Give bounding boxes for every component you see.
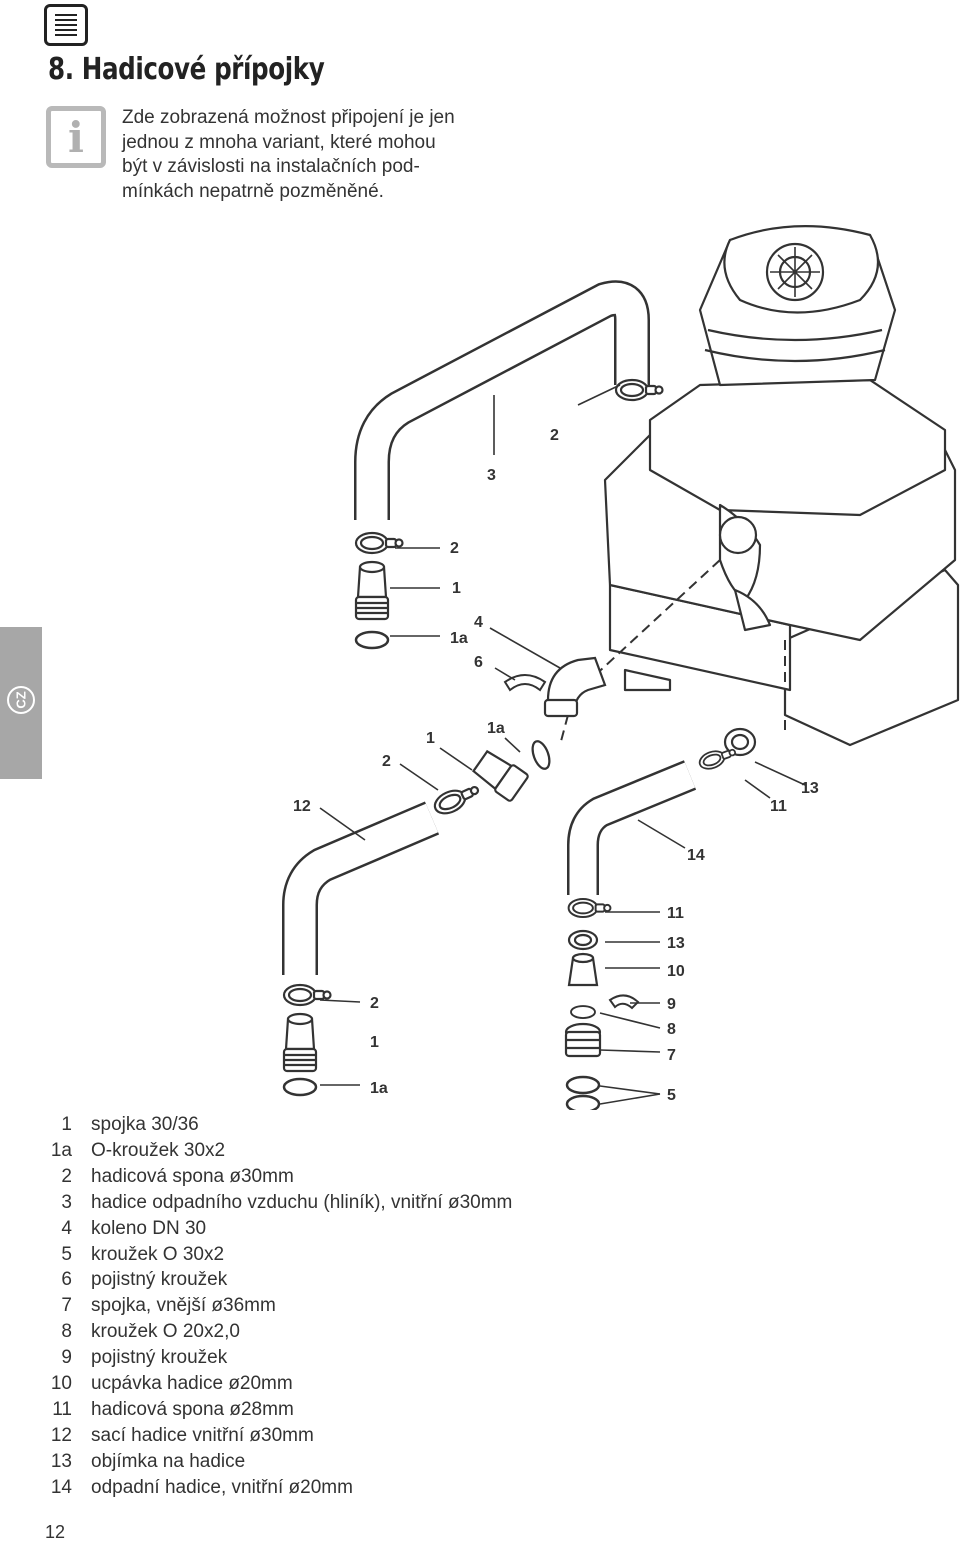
section-title: 8. Hadicové přípojky <box>48 52 325 87</box>
callout-label: 12 <box>293 798 311 815</box>
legend-item-number: 12 <box>50 1424 72 1446</box>
legend-item-number: 1 <box>61 1114 72 1135</box>
legend-item: 9 pojistný kroužek <box>40 1345 512 1371</box>
document-icon <box>44 4 88 46</box>
legend-item-number: 9 <box>61 1347 72 1369</box>
legend-item-text: hadice odpadního vzduchu (hliník), vnitř… <box>91 1191 513 1213</box>
legend-item: 10 ucpávka hadice ø20mm <box>40 1371 512 1397</box>
legend-item-number: 8 <box>61 1321 72 1343</box>
legend-item-text: sací hadice vnitřní ø30mm <box>91 1424 314 1446</box>
legend-item-text: spojka, vnější ø36mm <box>91 1295 276 1317</box>
callout-label: 2 <box>450 540 459 557</box>
info-note: Zde zobrazená možnost připojení je jen j… <box>122 106 522 204</box>
callout-label: 1a <box>487 720 505 737</box>
language-tab: CZ <box>0 627 42 779</box>
legend-item-number: 6 <box>61 1269 72 1291</box>
elbow-fitting <box>543 656 607 718</box>
legend-item-text: kroužek O 30x2 <box>91 1243 225 1265</box>
legend-item-text: pojistný kroužek <box>91 1269 228 1291</box>
legend-item-text: spojka 30/36 <box>91 1114 199 1135</box>
legend-item-text: hadicová spona ø30mm <box>91 1165 294 1187</box>
callout-label: 2 <box>382 753 391 770</box>
callout-label: 3 <box>487 467 496 484</box>
callout-label: 5 <box>667 1087 676 1104</box>
language-badge: CZ <box>7 686 35 714</box>
legend-item: 14 odpadní hadice, vnitřní ø20mm <box>40 1475 512 1501</box>
callout-label: 1 <box>452 580 461 597</box>
callout-label: 2 <box>370 995 379 1012</box>
legend-item: 1a O-kroužek 30x2 <box>40 1138 512 1164</box>
legend-item-number: 10 <box>50 1373 72 1395</box>
callout-label: 1a <box>450 630 468 647</box>
legend-item-number: 11 <box>52 1398 72 1420</box>
info-note-line: jednou z mnoha variant, které mohou <box>122 131 436 153</box>
parts-legend: 1 spojka 30/36 1a O-kroužek 30x2 2 hadicová s… <box>40 1112 513 1501</box>
info-note-line: Zde zobrazená možnost připojení je jen <box>122 107 455 128</box>
legend-item: 6 pojistný kroužek <box>40 1267 512 1293</box>
legend-item-text: O-kroužek 30x2 <box>91 1139 226 1161</box>
callout-label: 13 <box>801 780 819 797</box>
info-note-line: být v závislosti na instalačních pod- <box>122 156 420 177</box>
legend-item-number: 4 <box>61 1217 72 1239</box>
legend-item-number: 5 <box>61 1243 72 1265</box>
legend-item: 2 hadicová spona ø30mm <box>40 1164 512 1190</box>
page-number: 12 <box>45 1522 66 1542</box>
callout-label: 13 <box>667 935 685 952</box>
legend-item-text: kroužek O 20x2,0 <box>91 1321 240 1343</box>
info-note-line: mínkách nepatrně pozměněné. <box>122 180 384 202</box>
legend-item-text: koleno DN 30 <box>91 1217 207 1239</box>
callout-label: 6 <box>474 654 483 671</box>
legend-item: 3 hadice odpadního vzduchu (hliník), vnit… <box>40 1190 512 1216</box>
legend-item: 12 sací hadice vnitřní ø30mm <box>40 1423 512 1449</box>
callout-label: 9 <box>667 996 676 1013</box>
legend-item: 1 spojka 30/36 <box>40 1112 512 1138</box>
locking-ring <box>503 674 547 692</box>
suction-unit <box>603 225 960 747</box>
legend-item-text: odpadní hadice, vnitřní ø20mm <box>91 1476 353 1498</box>
hose-connection-diagram: 2 3 2 1 4 1a 6 1 1a 2 12 11 13 14 11 13 … <box>282 225 960 1110</box>
callout-label: 1 <box>370 1034 379 1051</box>
info-icon: i <box>46 106 106 168</box>
callout-label: 10 <box>667 963 685 980</box>
callout-label: 8 <box>667 1021 676 1038</box>
legend-item-text: ucpávka hadice ø20mm <box>91 1373 293 1395</box>
legend-item-number: 7 <box>61 1295 72 1317</box>
legend-item-number: 2 <box>61 1165 72 1187</box>
legend-item-number: 1a <box>50 1139 72 1161</box>
legend-item: 7 spojka, vnější ø36mm <box>40 1293 512 1319</box>
callout-label: 11 <box>667 905 684 922</box>
legend-item-text: objímka na hadice <box>91 1450 246 1472</box>
callout-label: 4 <box>474 614 483 631</box>
callout-label: 2 <box>550 427 559 444</box>
legend-item-number: 3 <box>61 1191 72 1213</box>
coupling-lower <box>471 749 529 802</box>
legend-item-text: pojistný kroužek <box>91 1347 228 1369</box>
legend-item: 8 kroužek O 20x2,0 <box>40 1319 512 1345</box>
legend-item: 5 kroužek O 30x2 <box>40 1242 512 1268</box>
callout-label: 11 <box>770 798 787 815</box>
legend-item-number: 13 <box>50 1450 72 1472</box>
legend-item-number: 14 <box>50 1476 72 1498</box>
legend-item: 11 hadicová spona ø28mm <box>40 1397 512 1423</box>
callout-label: 14 <box>687 847 705 864</box>
callout-label: 1a <box>370 1080 388 1097</box>
legend-item: 13 objímka na hadice <box>40 1449 512 1475</box>
legend-item: 4 koleno DN 30 <box>40 1216 512 1242</box>
legend-item-text: hadicová spona ø28mm <box>91 1398 294 1420</box>
callout-label: 7 <box>667 1047 676 1064</box>
callout-label: 1 <box>426 730 435 747</box>
